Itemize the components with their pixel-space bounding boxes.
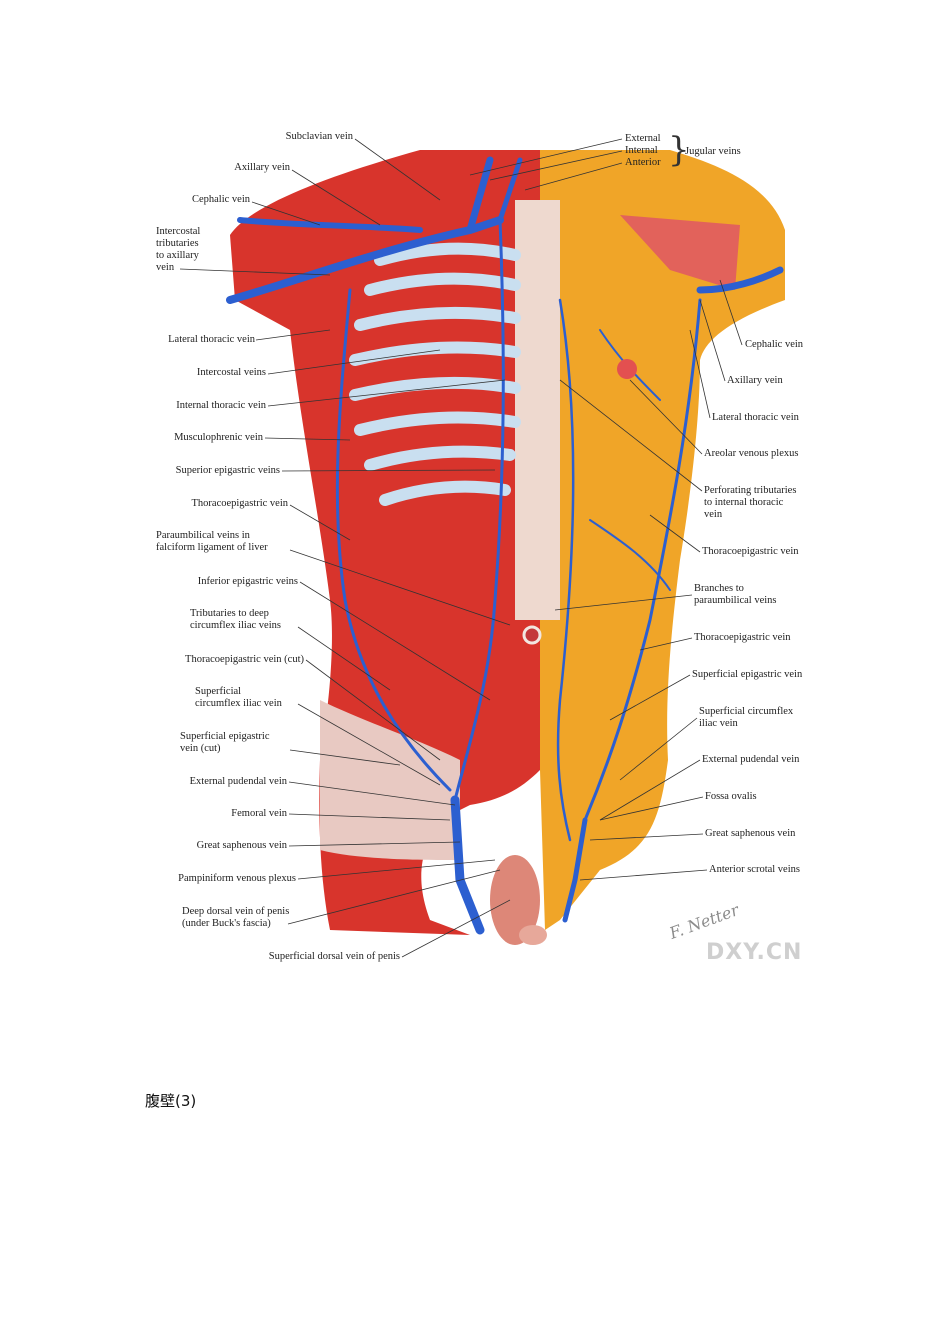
label-jugular-external: External [625, 133, 661, 144]
jugular-brace: } [668, 130, 690, 170]
label-superior-epigastric-veins: Superior epigastric veins [175, 465, 280, 476]
leader-lines-right [469, 138, 743, 881]
groin-region [320, 700, 460, 860]
fat-layer [540, 150, 785, 930]
label-superficial-circumflex-iliac-left: Superficial circumflex iliac vein [195, 686, 282, 709]
label-great-saphenous-vein-right: Great saphenous vein [705, 828, 796, 839]
leader-lines-left [179, 138, 511, 958]
label-superficial-epigastric-cut: Superficial epigastric vein (cut) [180, 731, 270, 754]
label-jugular-veins: Jugular veins [685, 146, 741, 157]
areola [617, 359, 637, 379]
label-thoracoepigastric-vein-left: Thoracoepigastric vein [191, 498, 289, 509]
label-lateral-thoracic-vein-right: Lateral thoracic vein [712, 412, 799, 423]
sternum [515, 200, 560, 620]
glans [519, 925, 547, 945]
label-superficial-dorsal-vein: Superficial dorsal vein of penis [268, 951, 400, 962]
label-inferior-epigastric-veins: Inferior epigastric veins [197, 576, 298, 587]
label-jugular-internal: Internal [625, 145, 658, 156]
label-axillary-vein-right: Axillary vein [727, 375, 783, 386]
penis-shaft [490, 855, 540, 945]
label-thoracoepigastric-vein-right-2: Thoracoepigastric vein [694, 632, 791, 643]
veins [226, 156, 784, 935]
label-subclavian-vein: Subclavian vein [285, 131, 353, 142]
label-pampiniform-venous-plexus: Pampiniform venous plexus [178, 873, 296, 884]
label-deep-dorsal-vein: Deep dorsal vein of penis (under Buck's … [182, 906, 290, 929]
label-jugular-anterior: Anterior [625, 157, 661, 168]
label-musculophrenic-vein: Musculophrenic vein [174, 432, 263, 443]
label-axillary-vein: Axillary vein [234, 162, 290, 173]
shoulder-muscle [620, 215, 740, 290]
umbilicus [522, 625, 542, 645]
label-thoracoepigastric-vein-cut: Thoracoepigastric vein (cut) [185, 654, 304, 665]
page-caption: 腹壁(3) [145, 1092, 197, 1110]
label-external-pudendal-vein-right: External pudendal vein [702, 754, 800, 765]
label-branches-to-paraumbilical: Branches to paraumbilical veins [694, 583, 777, 606]
label-superficial-epigastric-vein-right: Superficial epigastric vein [692, 669, 803, 680]
watermark: DXY.CN [706, 940, 803, 965]
label-great-saphenous-vein-left: Great saphenous vein [196, 840, 287, 851]
torso-illustration [179, 138, 785, 958]
label-intercostal-tributaries: Intercostal tributaries to axillary vein [156, 226, 201, 273]
label-fossa-ovalis: Fossa ovalis [705, 791, 757, 802]
label-internal-thoracic-vein: Internal thoracic vein [176, 400, 266, 411]
label-thoracoepigastric-vein-right: Thoracoepigastric vein [702, 546, 799, 557]
label-anterior-scrotal-veins: Anterior scrotal veins [709, 864, 800, 875]
label-cephalic-vein-right: Cephalic vein [745, 339, 804, 350]
label-perforating-tributaries: Perforating tributaries to internal thor… [704, 485, 797, 520]
label-paraumbilical-veins: Paraumbilical veins in falciform ligamen… [156, 530, 268, 553]
anatomy-figure: Subclavian vein Axillary vein Cephalic v… [156, 130, 804, 965]
label-external-pudendal-vein-left: External pudendal vein [189, 776, 287, 787]
label-lateral-thoracic-vein: Lateral thoracic vein [168, 334, 255, 345]
label-tributaries-deep-circumflex: Tributaries to deep circumflex iliac vei… [190, 608, 281, 631]
label-superficial-circumflex-iliac-right: Superficial circumflex iliac vein [699, 706, 794, 729]
label-cephalic-vein: Cephalic vein [191, 194, 250, 205]
label-intercostal-veins: Intercostal veins [196, 367, 266, 378]
label-femoral-vein: Femoral vein [231, 808, 287, 819]
label-areolar-venous-plexus: Areolar venous plexus [704, 448, 799, 459]
